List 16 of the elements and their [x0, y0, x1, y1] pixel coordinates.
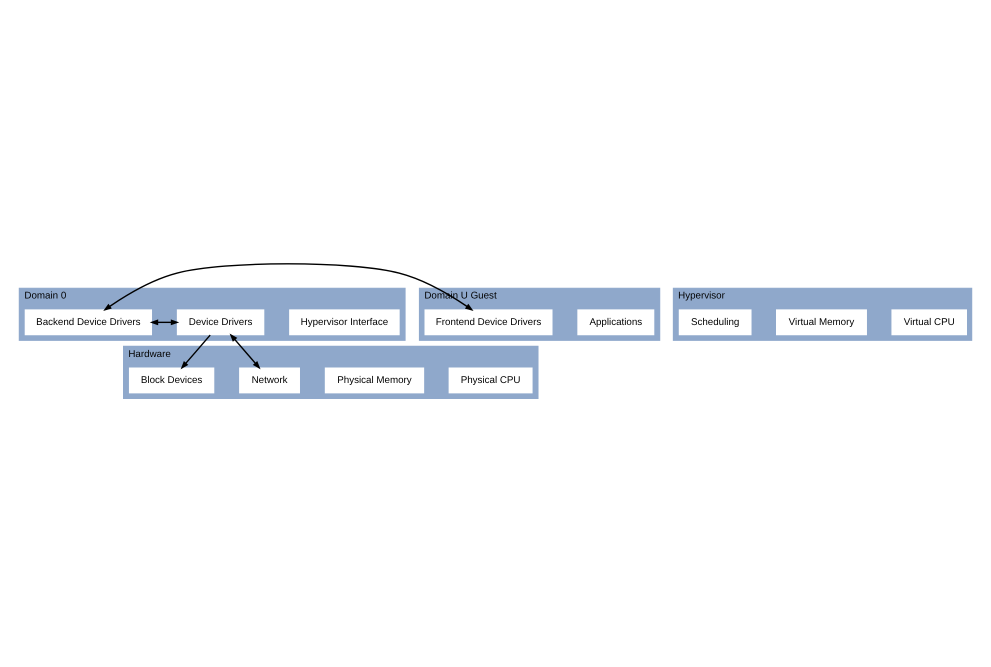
node-box: Hypervisor Interface — [289, 308, 400, 335]
node-box: Frontend Device Drivers — [424, 308, 552, 335]
node-box: Network — [239, 366, 300, 393]
node-box: Physical CPU — [448, 366, 533, 393]
node-box: Applications — [577, 308, 654, 335]
arrow — [230, 332, 261, 369]
node-box: Virtual CPU — [891, 308, 967, 335]
arrow — [103, 262, 474, 310]
arrow — [180, 334, 211, 369]
node-box: Scheduling — [678, 308, 752, 335]
node-box: Device Drivers — [176, 308, 264, 335]
arrow — [150, 318, 180, 325]
node-box: Backend Device Drivers — [24, 308, 152, 335]
node-box: Block Devices — [128, 366, 214, 393]
node-box: Physical Memory — [324, 366, 424, 393]
node-box: Virtual Memory — [776, 308, 867, 335]
